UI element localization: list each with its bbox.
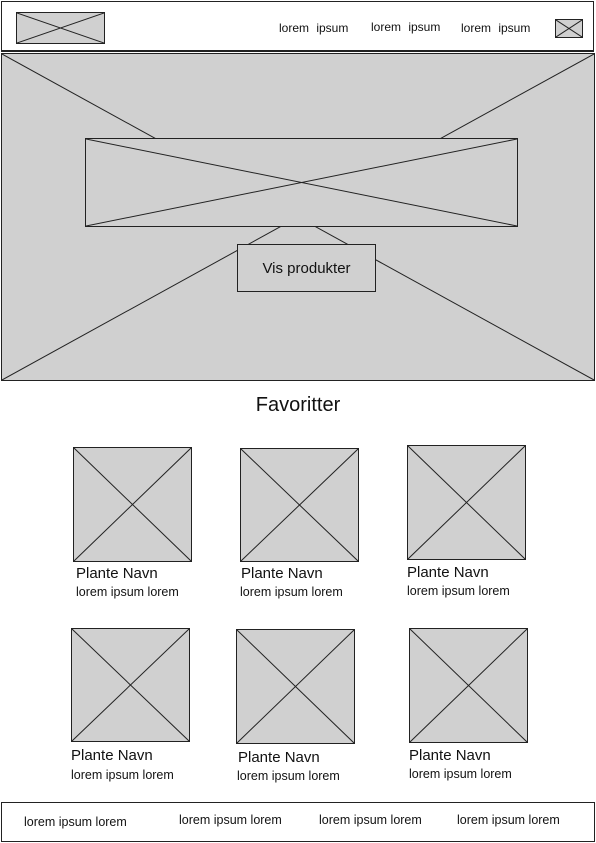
nav-link-1[interactable]: lorem ipsum bbox=[279, 21, 349, 35]
logo-image-placeholder[interactable] bbox=[16, 12, 105, 44]
image-placeholder-icon bbox=[410, 629, 527, 742]
image-placeholder-icon bbox=[408, 446, 525, 559]
product-name-1[interactable]: Plante Navn bbox=[76, 565, 158, 582]
product-image-1[interactable] bbox=[73, 447, 192, 562]
product-desc-5: lorem ipsum lorem bbox=[237, 769, 340, 783]
footer-link-4[interactable]: lorem ipsum lorem bbox=[457, 813, 560, 827]
favorites-title: Favoritter bbox=[255, 394, 341, 416]
product-name-4[interactable]: Plante Navn bbox=[71, 747, 153, 764]
product-name-6[interactable]: Plante Navn bbox=[409, 747, 491, 764]
site-header: lorem ipsum lorem ipsum lorem ipsum bbox=[1, 1, 594, 52]
footer-link-3[interactable]: lorem ipsum lorem bbox=[319, 813, 422, 827]
product-image-5[interactable] bbox=[236, 629, 355, 744]
product-desc-4: lorem ipsum lorem bbox=[71, 768, 174, 782]
product-name-5[interactable]: Plante Navn bbox=[238, 749, 320, 766]
product-desc-2: lorem ipsum lorem bbox=[240, 585, 343, 599]
product-name-3[interactable]: Plante Navn bbox=[407, 564, 489, 581]
image-placeholder-icon bbox=[72, 629, 189, 741]
nav-link-2[interactable]: lorem ipsum bbox=[371, 20, 441, 34]
image-placeholder-icon bbox=[17, 13, 104, 43]
hero-banner-placeholder bbox=[85, 138, 518, 227]
footer-link-1[interactable]: lorem ipsum lorem bbox=[24, 815, 127, 829]
product-desc-1: lorem ipsum lorem bbox=[76, 585, 179, 599]
product-name-2[interactable]: Plante Navn bbox=[241, 565, 323, 582]
product-image-4[interactable] bbox=[71, 628, 190, 742]
image-placeholder-icon bbox=[74, 448, 191, 561]
image-placeholder-icon bbox=[556, 20, 582, 37]
image-placeholder-icon bbox=[86, 139, 517, 226]
image-placeholder-icon bbox=[241, 449, 358, 561]
product-desc-3: lorem ipsum lorem bbox=[407, 584, 510, 598]
product-image-6[interactable] bbox=[409, 628, 528, 743]
site-footer: lorem ipsum lorem lorem ipsum lorem lore… bbox=[1, 802, 595, 842]
product-image-2[interactable] bbox=[240, 448, 359, 562]
show-products-button[interactable]: Vis produkter bbox=[237, 244, 376, 292]
footer-link-2[interactable]: lorem ipsum lorem bbox=[179, 813, 282, 827]
image-placeholder-icon bbox=[237, 630, 354, 743]
cart-icon-placeholder[interactable] bbox=[555, 19, 583, 38]
nav-link-3[interactable]: lorem ipsum bbox=[461, 21, 531, 35]
product-desc-6: lorem ipsum lorem bbox=[409, 767, 512, 781]
product-image-3[interactable] bbox=[407, 445, 526, 560]
